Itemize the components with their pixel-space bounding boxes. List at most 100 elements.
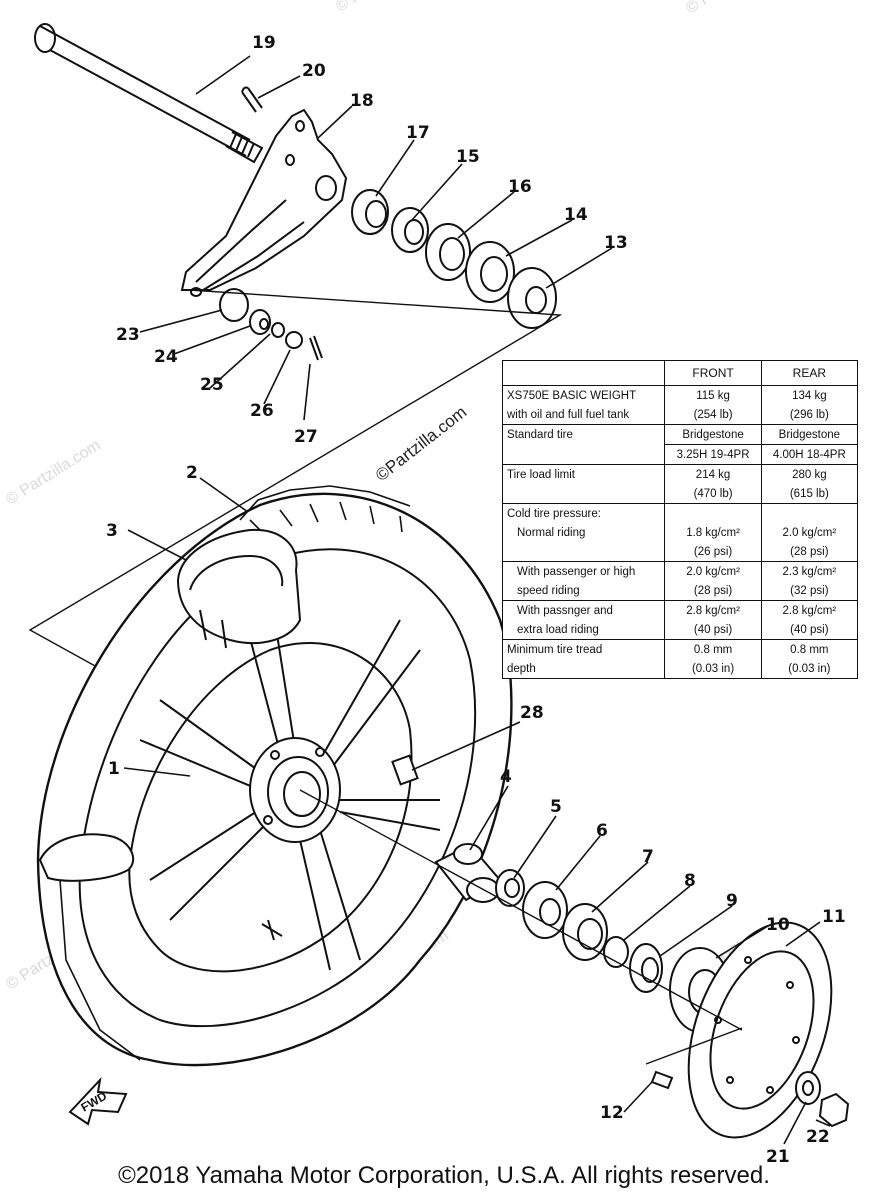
- brake-bracket: [180, 108, 348, 297]
- table-row: extra load riding (40 psi) (40 psi): [501, 620, 859, 640]
- spec-label: With passenger or high: [501, 561, 666, 581]
- spec-front: (0.03 in): [664, 659, 762, 679]
- table-row: Normal riding 1.8 kg/cm² 2.0 kg/cm²: [501, 523, 859, 542]
- spec-front: (470 lb): [664, 484, 762, 504]
- table-row: Cold tire pressure:: [501, 503, 859, 523]
- callout-5: 5: [550, 797, 562, 817]
- spec-header-blank: [501, 360, 666, 386]
- watermark: © Partzilla.com: [333, 0, 433, 15]
- spec-rear: 0.8 mm: [760, 639, 859, 659]
- spec-rear: 2.3 kg/cm²: [760, 561, 859, 581]
- spec-front: 2.8 kg/cm²: [664, 600, 762, 620]
- spec-front: Bridgestone: [664, 424, 762, 445]
- callout-2: 2: [186, 463, 198, 483]
- table-row: depth (0.03 in) (0.03 in): [501, 659, 859, 679]
- callout-1: 1: [108, 759, 120, 779]
- table-row: (26 psi) (28 psi): [501, 542, 859, 562]
- callout-9: 9: [726, 891, 738, 911]
- spec-front: (40 psi): [664, 620, 762, 640]
- tire-section: [176, 528, 302, 649]
- spec-label: [501, 444, 666, 465]
- fwd-arrow-icon: [68, 1076, 128, 1126]
- spec-label: [501, 484, 666, 504]
- spec-front: 0.8 mm: [664, 639, 762, 659]
- callout-13: 13: [604, 233, 628, 253]
- callout-12: 12: [600, 1103, 624, 1123]
- spec-table-header: FRONT REAR: [501, 360, 859, 386]
- table-row: Tire load limit 214 kg 280 kg: [501, 464, 859, 484]
- spec-label: Minimum tire tread: [501, 639, 666, 659]
- callout-11: 11: [822, 907, 846, 927]
- copyright-notice: ©2018 Yamaha Motor Corporation, U.S.A. A…: [118, 1162, 770, 1189]
- spec-label: Standard tire: [501, 424, 666, 445]
- spec-label: speed riding: [501, 581, 666, 601]
- spec-label: [501, 542, 666, 562]
- spec-rear: (32 psi): [760, 581, 859, 601]
- spec-header-front: FRONT: [664, 360, 762, 386]
- callout-27: 27: [294, 427, 318, 447]
- spec-rear: (40 psi): [760, 620, 859, 640]
- spec-rear: 280 kg: [760, 464, 859, 484]
- drawing: [28, 23, 850, 1145]
- spec-front: 214 kg: [664, 464, 762, 484]
- spec-rear: 2.0 kg/cm²: [760, 523, 859, 542]
- spec-front: 1.8 kg/cm²: [664, 523, 762, 542]
- callout-28: 28: [520, 703, 544, 723]
- spec-front: (254 lb): [664, 405, 762, 425]
- spec-front: (28 psi): [664, 581, 762, 601]
- callout-10: 10: [766, 915, 790, 935]
- callout-7: 7: [642, 847, 654, 867]
- watermark: © Partzilla.com: [3, 437, 103, 509]
- table-row: Minimum tire tread 0.8 mm 0.8 mm: [501, 639, 859, 659]
- callout-16: 16: [508, 177, 532, 197]
- callout-6: 6: [596, 821, 608, 841]
- callout-20: 20: [302, 61, 326, 81]
- callout-3: 3: [106, 521, 118, 541]
- spec-rear: 134 kg: [760, 385, 859, 405]
- table-row: with oil and full fuel tank (254 lb) (29…: [501, 405, 859, 425]
- callout-17: 17: [406, 123, 430, 143]
- cotter-pin: [241, 86, 263, 113]
- spec-label: depth: [501, 659, 666, 679]
- table-row: Standard tire Bridgestone Bridgestone: [501, 424, 859, 445]
- callout-19: 19: [252, 33, 276, 53]
- spec-front: 3.25H 19-4PR: [664, 444, 762, 465]
- spec-table: FRONT REAR XS750E BASIC WEIGHT 115 kg 13…: [501, 360, 859, 679]
- table-row: speed riding (28 psi) (32 psi): [501, 581, 859, 601]
- spec-front: 2.0 kg/cm²: [664, 561, 762, 581]
- spec-label: extra load riding: [501, 620, 666, 640]
- table-row: XS750E BASIC WEIGHT 115 kg 134 kg: [501, 385, 859, 405]
- leader-lines: [123, 55, 831, 1145]
- spec-header-rear: REAR: [760, 360, 859, 386]
- axle-shaft: [34, 23, 264, 164]
- callout-21: 21: [766, 1147, 790, 1167]
- spec-rear: 2.8 kg/cm²: [760, 600, 859, 620]
- callout-4: 4: [500, 767, 512, 787]
- spec-rear: (296 lb): [760, 405, 859, 425]
- callout-numbers: 1 2 3 4 5 6 7 8 9 10 11 12 13 14 15 16 1…: [106, 33, 846, 1167]
- callout-22: 22: [806, 1127, 830, 1147]
- callout-18: 18: [350, 91, 374, 111]
- spec-rear: (0.03 in): [760, 659, 859, 679]
- spec-label: XS750E BASIC WEIGHT: [501, 385, 666, 405]
- spec-rear: (615 lb): [760, 484, 859, 504]
- spec-front: (26 psi): [664, 542, 762, 562]
- spec-label: Cold tire pressure:: [501, 503, 666, 523]
- spec-label: With passnger and: [501, 600, 666, 620]
- hub-assembly: [299, 789, 850, 1139]
- spec-rear: (28 psi): [760, 542, 859, 562]
- spec-rear: 4.00H 18-4PR: [760, 444, 859, 465]
- callout-14: 14: [564, 205, 588, 225]
- callout-24: 24: [154, 347, 178, 367]
- table-row: With passnger and 2.8 kg/cm² 2.8 kg/cm²: [501, 600, 859, 620]
- callout-23: 23: [116, 325, 140, 345]
- wheel-assembly: [36, 485, 513, 1067]
- spec-label: with oil and full fuel tank: [501, 405, 666, 425]
- spec-front: 115 kg: [664, 385, 762, 405]
- callout-25: 25: [200, 375, 224, 395]
- callout-15: 15: [456, 147, 480, 167]
- small-hardware: [219, 288, 323, 361]
- spec-label: Tire load limit: [501, 464, 666, 484]
- spec-rear: [760, 503, 859, 523]
